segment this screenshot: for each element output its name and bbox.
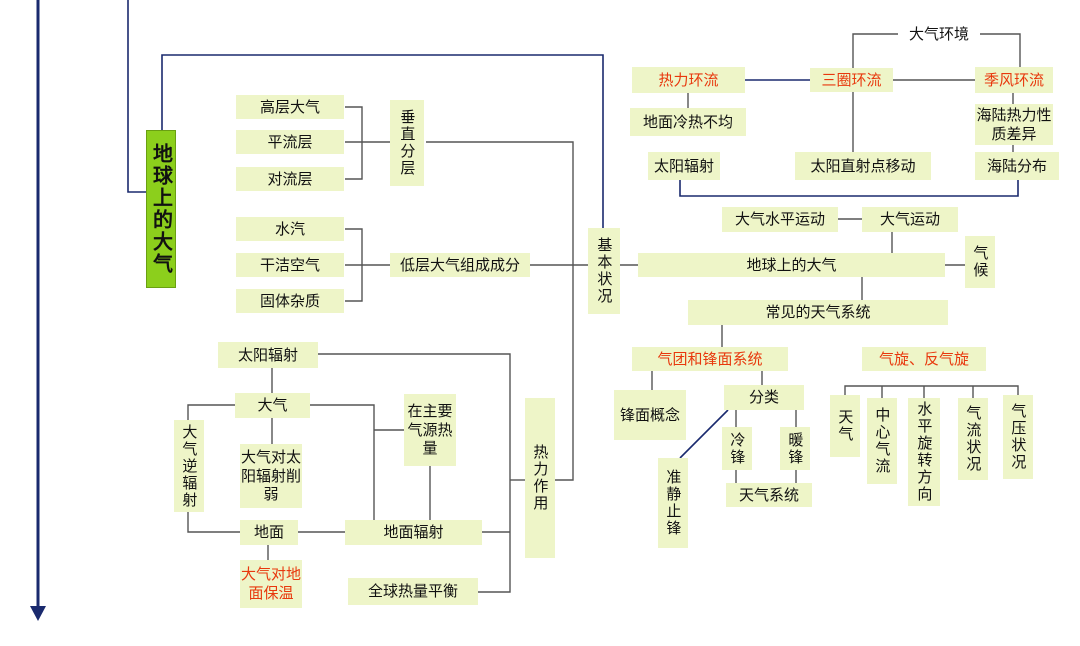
node-atmosphere: 大气: [235, 393, 310, 418]
node-weakening: 大气对太阳辐射削弱: [240, 444, 302, 508]
node-thermal-effect: 热力作用: [525, 398, 555, 558]
node-circ-solar: 太阳辐射: [648, 152, 720, 180]
node-vertical-layers: 垂直分层: [390, 100, 424, 186]
down-arrow-icon: [30, 606, 46, 621]
node-composition: 低层大气组成成分: [390, 253, 530, 277]
node-heat-source: 在主要气源热量: [404, 394, 456, 466]
node-c-rotation: 水平旋转方向: [908, 398, 940, 506]
node-stationary-front: 准静止锋: [658, 458, 688, 548]
node-direct-point: 太阳直射点移动: [795, 152, 931, 180]
node-cyclone: 气旋、反气旋: [862, 347, 986, 371]
node-troposphere: 对流层: [236, 167, 344, 191]
node-center: 地球上的大气: [638, 253, 945, 277]
node-three-cell: 三圈环流: [810, 68, 893, 92]
node-cold-front: 冷锋: [722, 427, 752, 470]
node-uneven-heating: 地面冷热不均: [630, 108, 746, 136]
node-water-vapor: 水汽: [236, 217, 344, 241]
node-solar-radiation: 太阳辐射: [218, 342, 318, 368]
node-counter-radiation: 大气逆辐射: [174, 420, 204, 512]
node-c-airflow: 气流状况: [958, 398, 988, 480]
node-basic-status: 基本状况: [588, 228, 620, 314]
node-c-center-flow: 中心气流: [867, 398, 897, 484]
node-atmospheric-env: 大气环境: [908, 24, 969, 43]
node-monsoon: 季风环流: [975, 67, 1053, 93]
node-keep-warm: 大气对地面保温: [240, 560, 302, 608]
node-climate: 气候: [965, 236, 995, 288]
node-solid-impurities: 固体杂质: [236, 289, 344, 313]
node-classify: 分类: [724, 385, 804, 410]
node-heat-balance: 全球热量平衡: [348, 578, 478, 605]
node-fronts: 气团和锋面系统: [632, 347, 788, 371]
node-dry-air: 干洁空气: [236, 253, 344, 277]
node-land-sea-dist: 海陆分布: [975, 152, 1059, 180]
node-stratosphere: 平流层: [236, 130, 344, 154]
node-c-weather: 天气: [830, 395, 860, 457]
node-thermal-circulation: 热力环流: [632, 67, 745, 93]
node-front-concept: 锋面概念: [614, 390, 686, 440]
node-atmospheric-motion: 大气运动: [862, 207, 958, 232]
node-ground-radiation: 地面辐射: [345, 520, 482, 545]
main-title: 地球上的大气: [146, 130, 176, 288]
node-common-weather: 常见的天气系统: [688, 300, 948, 325]
node-horizontal-motion: 大气水平运动: [722, 207, 838, 232]
node-weather-system: 天气系统: [726, 483, 812, 507]
node-land-sea-diff: 海陆热力性质差异: [975, 104, 1053, 145]
node-c-pressure: 气压状况: [1003, 395, 1033, 479]
node-warm-front: 暖锋: [780, 427, 810, 470]
node-upper-atmosphere: 高层大气: [236, 95, 344, 119]
node-ground: 地面: [240, 520, 298, 545]
